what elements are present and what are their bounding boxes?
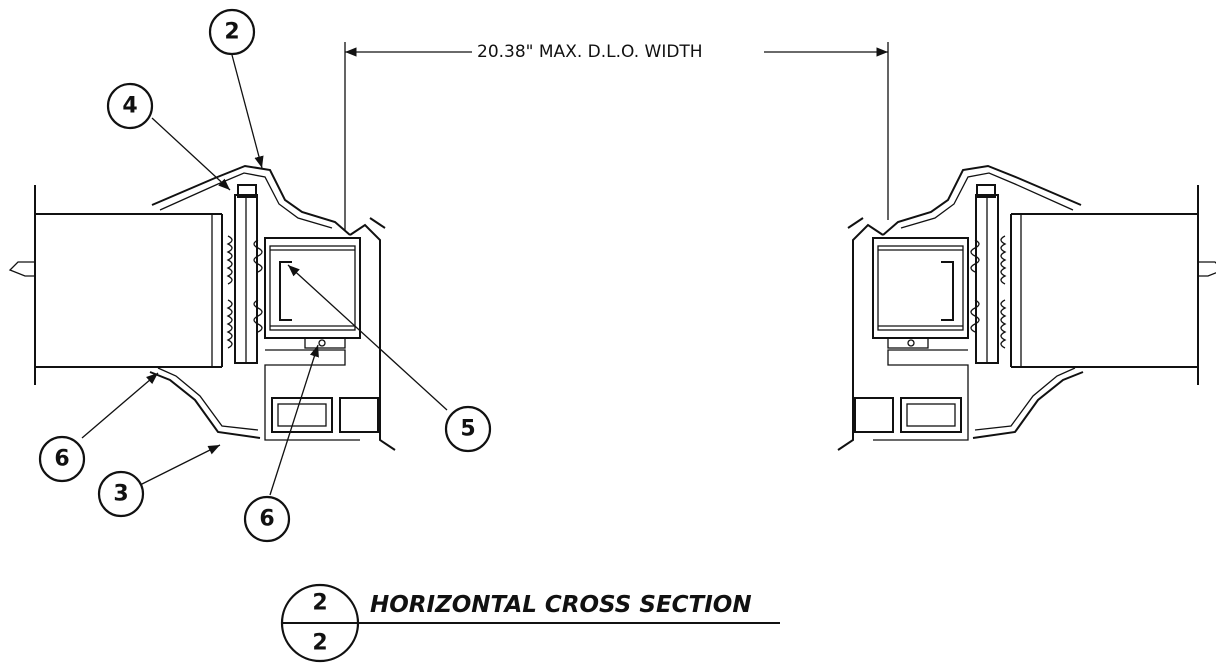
dimension-label: 20.38" MAX. D.L.O. WIDTH [477,42,703,62]
left-frame-assembly [8,164,396,451]
svg-text:4: 4 [122,94,137,119]
section-title-block: 2 2 HORIZONTAL CROSS SECTION [280,583,780,663]
right-frame-assembly [837,164,1216,451]
detail-number: 2 [312,591,327,616]
callout-2: 2 [208,8,256,56]
svg-text:3: 3 [113,482,128,507]
svg-text:6: 6 [54,447,69,472]
callout-6-left: 6 [38,435,86,483]
leader-lines [81,54,448,496]
callout-3: 3 [97,470,145,518]
svg-text:5: 5 [460,417,475,442]
sheet-number: 2 [312,631,327,656]
svg-text:2: 2 [224,20,239,45]
dimension-line [344,42,889,230]
svg-text:6: 6 [259,507,274,532]
callout-4: 4 [106,82,154,130]
callout-6-bottom: 6 [243,495,291,543]
section-title: HORIZONTAL CROSS SECTION [370,592,752,618]
callout-5: 5 [444,405,492,453]
